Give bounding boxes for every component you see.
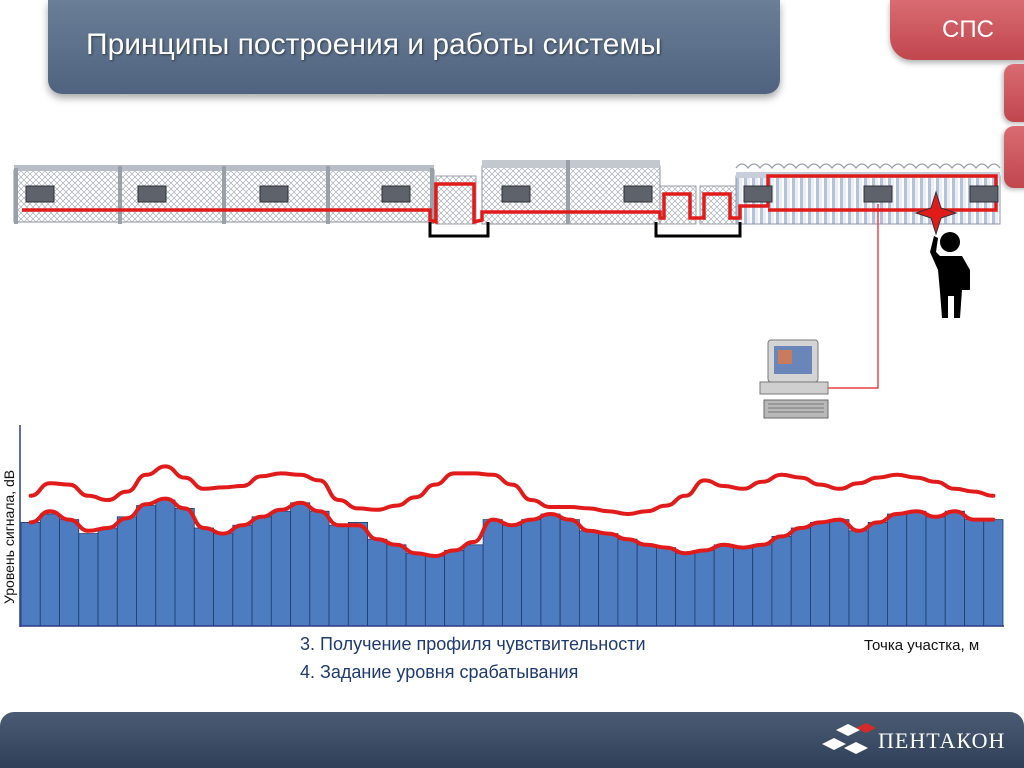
bar-39 [752,544,773,627]
bar-2 [39,513,60,627]
caption-step-4: 4. Задание уровня срабатывания [300,662,579,682]
bar-4 [78,533,99,627]
bar-13 [251,516,272,627]
bar-31 [598,533,619,627]
bar-46 [887,513,908,627]
side-tab-2[interactable] [1004,126,1024,188]
bar-25 [482,519,503,627]
bar-14 [270,510,291,627]
bar-7 [136,505,157,627]
bar-26 [501,524,523,627]
link-line [828,204,879,389]
bar-27 [521,519,542,627]
bar-5 [97,527,118,627]
caption-step-3: 3. Получение профиля чувствительности [300,634,646,654]
computer-terminal-icon [759,339,829,419]
tab-sps-label: СПС [942,16,994,43]
bar-41 [790,527,811,627]
bar-18 [347,522,368,627]
alarm-star-icon [914,190,958,236]
bar-45 [867,522,888,627]
bar-44 [848,530,869,627]
bar-12 [232,524,253,627]
bar-19 [367,538,388,627]
bar-6 [116,516,137,627]
bar-21 [405,552,426,627]
bar-30 [578,530,600,627]
bar-33 [636,544,657,627]
bar-15 [290,502,311,627]
x-axis-label: Точка участка, м [864,637,980,654]
bar-28 [540,513,561,627]
bar-36 [694,550,715,627]
bar-1 [20,522,41,627]
bar-35 [675,552,696,627]
bar-34 [656,547,677,627]
bar-49 [944,510,965,627]
threshold-line [28,464,996,517]
bar-32 [617,538,638,627]
bar-50 [964,519,985,627]
logo-name: ПЕНТАКОН [878,728,1006,753]
profile-line [28,496,996,559]
bar-16 [309,510,330,627]
intruder-person-icon [930,232,970,318]
bar-38 [733,547,754,627]
sensor-cable [22,174,998,225]
bar-42 [810,522,831,627]
bar-51 [983,519,1004,627]
bar-3 [59,519,80,627]
footer-bar [0,712,1024,768]
cable-bypass [428,222,742,238]
bar-22 [424,555,446,627]
bar-48 [925,516,946,627]
bar-10 [193,527,214,627]
y-axis-label: Уровень сигнала, dB [1,469,17,604]
fence-diagram [13,160,1001,419]
bar-37 [713,544,734,627]
bar-29 [559,519,580,627]
mesh-fence-left [13,165,435,224]
bar-9 [174,507,195,627]
bar-47 [906,510,927,627]
bar-11 [213,533,234,627]
side-tab-1[interactable] [1004,64,1024,122]
bar-8 [155,499,176,627]
sensor-units [25,185,999,203]
bar-23 [444,550,465,627]
page-title: Принципы построения и работы системы [86,28,662,61]
bar-24 [463,544,484,627]
title-bar: Принципы построения и работы системы [48,0,780,94]
tab-sps[interactable]: СПС [890,0,1024,60]
bar-40 [771,536,792,627]
bar-43 [829,519,850,627]
bar-20 [386,544,407,627]
bar-17 [328,524,349,627]
